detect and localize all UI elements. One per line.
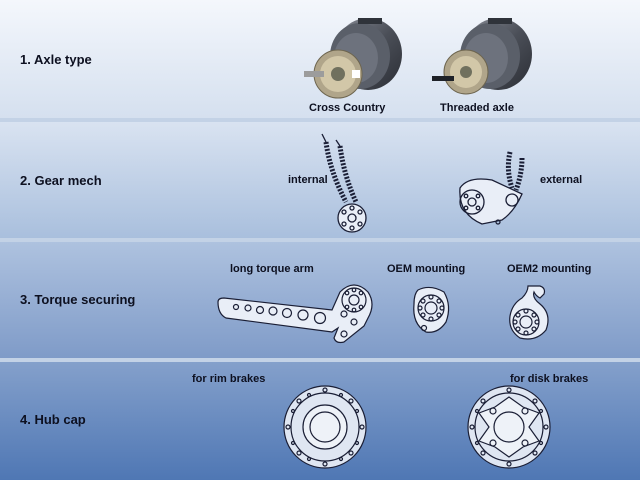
- caption-oem2-mounting: OEM2 mounting: [507, 263, 592, 275]
- hub-motor-threaded-axle-icon: [432, 18, 532, 95]
- caption-long-torque-arm: long torque arm: [230, 263, 314, 275]
- row-label-gear-mech: 2. Gear mech: [20, 173, 102, 188]
- rim-brake-hub-cap-icon: [283, 385, 367, 469]
- row-label-axle-type: 1. Axle type: [20, 52, 92, 67]
- disk-brake-hub-cap-icon: [467, 385, 551, 469]
- caption-oem-mounting: OEM mounting: [387, 263, 466, 275]
- internal-gear-mech-icon: [321, 133, 367, 233]
- row-band-gear-mech: [0, 122, 640, 238]
- long-torque-arm-icon: [217, 284, 373, 344]
- caption-internal: internal: [288, 174, 328, 186]
- caption-for-disk-brakes: for disk brakes: [510, 373, 589, 385]
- caption-threaded-axle: Threaded axle: [440, 102, 514, 114]
- row-separator: [0, 118, 640, 122]
- row-label-torque-securing: 3. Torque securing: [20, 292, 136, 307]
- row-label-hub-cap: 4. Hub cap: [20, 412, 86, 427]
- oem2-mount-icon: [509, 285, 549, 340]
- caption-cross-country: Cross Country: [309, 102, 386, 114]
- external-gear-mech-icon: [459, 151, 525, 225]
- row-separator: [0, 238, 640, 242]
- hub-motor-cross-country-icon: [304, 18, 402, 99]
- row-separator: [0, 358, 640, 362]
- caption-external: external: [540, 174, 583, 186]
- caption-for-rim-brakes: for rim brakes: [192, 373, 266, 385]
- oem-mount-icon: [413, 286, 450, 333]
